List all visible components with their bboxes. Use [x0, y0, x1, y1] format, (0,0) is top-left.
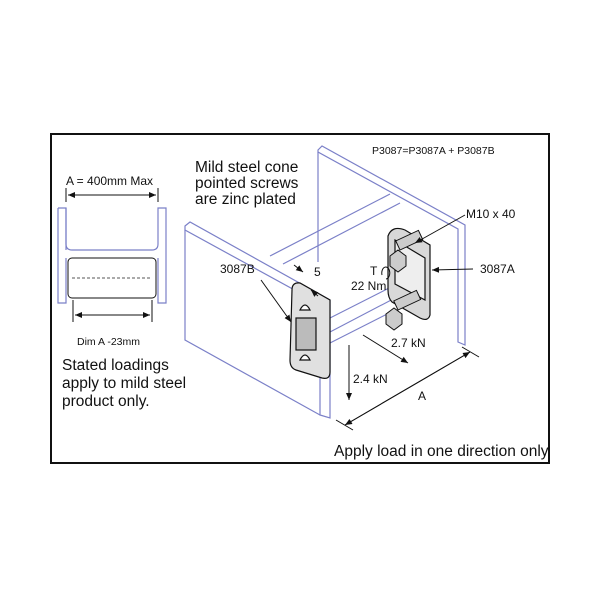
- screws-note-line3: are zinc plated: [195, 191, 296, 208]
- loadings-note-line1: Stated loadings: [62, 357, 169, 374]
- direction-note: Apply load in one direction only: [334, 443, 549, 460]
- part-3087b-label: 3087B: [220, 262, 255, 276]
- horizontal-load-label: 2.7 kN: [391, 336, 426, 350]
- leaders: [260, 214, 480, 431]
- screws-note-line2: pointed screws: [195, 175, 299, 192]
- part-3087a-label: 3087A: [480, 262, 515, 276]
- dim-a-label: Dim A -23mm: [77, 336, 141, 348]
- torque-label: 22 Nm: [351, 279, 387, 293]
- dimension-a-max: [65, 188, 159, 322]
- vertical-load-label: 2.4 kN: [353, 372, 388, 386]
- screws-note-line1: Mild steel cone: [195, 159, 299, 176]
- gap-label: 5: [314, 265, 321, 279]
- a-max-label: A = 400mm Max: [66, 174, 154, 188]
- dim-a-main-label: A: [418, 389, 427, 403]
- torque-symbol: T: [370, 264, 378, 278]
- bolts: [385, 229, 424, 331]
- rods: [329, 284, 396, 344]
- loadings-note-line2: apply to mild steel: [62, 375, 187, 392]
- diagram-frame: [50, 133, 550, 464]
- i-beam: [184, 145, 466, 419]
- part-3087b: [289, 282, 331, 379]
- bolt-label: M10 x 40: [466, 207, 516, 221]
- assembly-title: P3087=P3087A + P3087B: [372, 145, 495, 157]
- loadings-note-line3: product only.: [62, 393, 150, 410]
- section-view: [57, 207, 167, 304]
